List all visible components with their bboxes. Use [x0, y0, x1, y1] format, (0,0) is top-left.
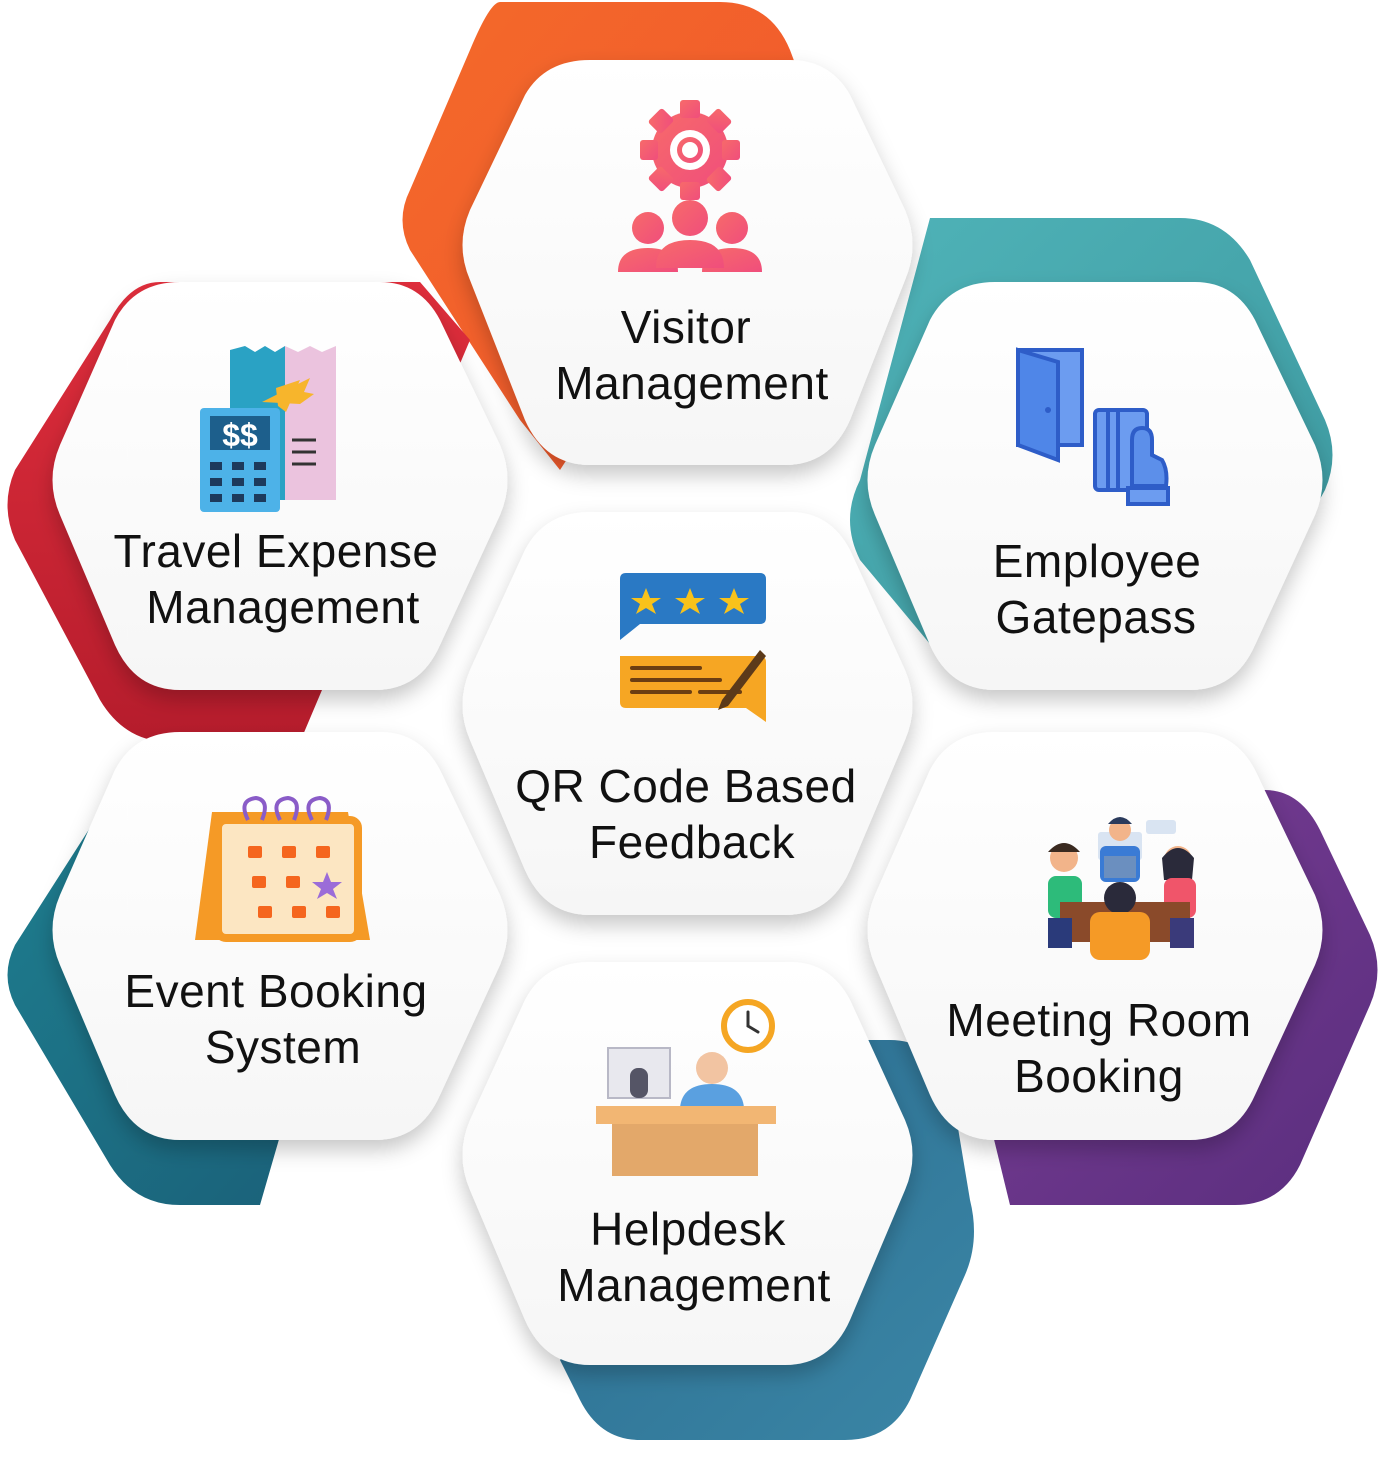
- door-card-hand-icon: [1016, 347, 1170, 506]
- gear-people-icon: [618, 100, 762, 272]
- label-line: Gatepass: [996, 591, 1197, 643]
- label-line: Booking: [1014, 1050, 1184, 1102]
- label-line: QR Code Based: [515, 760, 856, 812]
- helpdesk-desk-clock-icon: [596, 999, 776, 1176]
- svg-text:$$: $$: [222, 417, 258, 453]
- label-helpdesk-management: Helpdesk Management: [557, 1203, 831, 1311]
- label-line: System: [205, 1021, 361, 1073]
- calculator-ticket-icon: $$: [200, 346, 336, 512]
- label-visitor-management: Visitor Management: [555, 301, 829, 409]
- label-line: Feedback: [589, 816, 796, 868]
- label-qr-code-based-feedback: QR Code Based Feedback: [515, 760, 856, 868]
- label-line: Meeting Room: [946, 994, 1251, 1046]
- label-line: Helpdesk: [590, 1203, 786, 1255]
- label-line: Management: [146, 581, 420, 633]
- label-line: Event Booking: [124, 965, 427, 1017]
- label-line: Visitor: [621, 301, 751, 353]
- label-travel-expense-management: Travel Expense Management: [114, 525, 439, 633]
- hex-feedback: [462, 512, 913, 915]
- meeting-people-icon: [1048, 817, 1196, 960]
- calendar-star-icon: [195, 795, 370, 942]
- label-line: Management: [555, 357, 829, 409]
- label-line: Employee: [993, 535, 1202, 587]
- label-line: Management: [557, 1259, 831, 1311]
- label-line: Travel Expense: [114, 525, 439, 577]
- rating-feedback-icon: [620, 573, 766, 722]
- label-event-booking-system: Event Booking System: [124, 965, 427, 1073]
- label-employee-gatepass: Employee Gatepass: [993, 535, 1202, 643]
- label-meeting-room-booking: Meeting Room Booking: [946, 994, 1251, 1102]
